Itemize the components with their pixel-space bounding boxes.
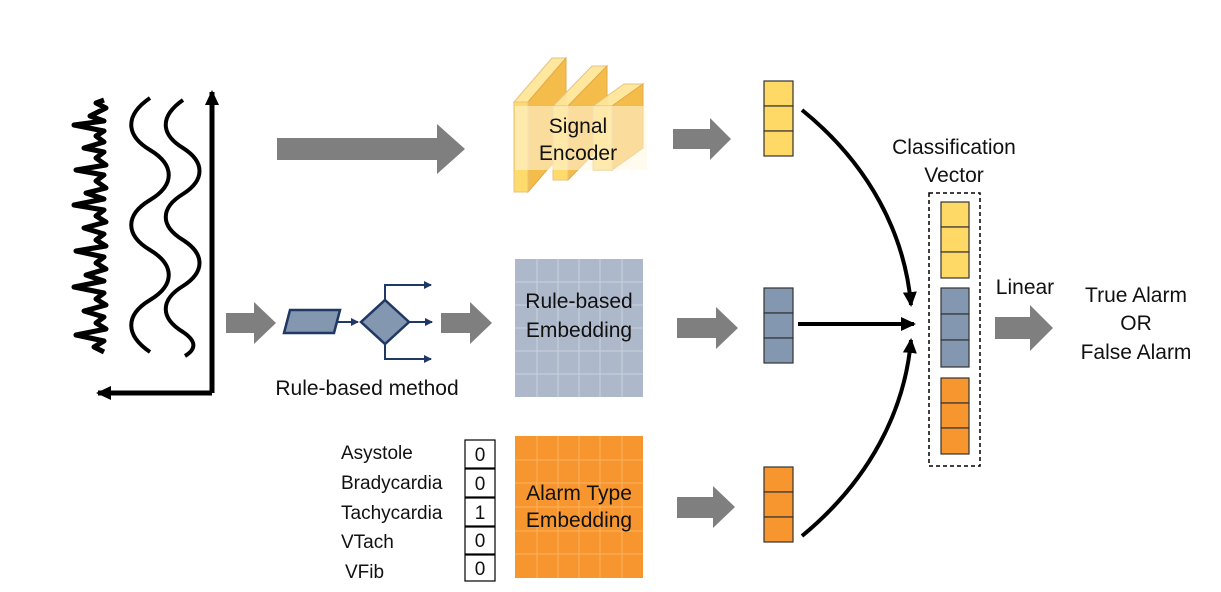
arrow-to-rule-method xyxy=(226,302,276,344)
classification-vector xyxy=(940,201,970,455)
rule-embedding-grid xyxy=(515,259,643,397)
output-line3: False Alarm xyxy=(1081,341,1192,364)
one-hot-value: 0 xyxy=(475,474,486,495)
rule-embedding-line2: Embedding xyxy=(526,319,632,342)
concat-arrows xyxy=(798,108,917,538)
alarm-type-name: Bradycardia xyxy=(341,473,443,494)
arrow-to-encoder xyxy=(277,124,465,174)
one-hot-value: 0 xyxy=(475,445,486,466)
signal-encoder-block xyxy=(512,56,647,194)
arrow-to-rule-embedding xyxy=(441,302,492,344)
arrow-rule-out xyxy=(677,307,738,349)
alarm-type-name: Asystole xyxy=(341,443,413,464)
classification-label-line2: Vector xyxy=(924,164,984,187)
classification-label-line1: Classification xyxy=(892,136,1016,159)
rule-embedding-line1: Rule-based xyxy=(525,290,632,313)
classification-vector-frame xyxy=(928,192,981,467)
encoder-output-vector xyxy=(763,80,794,157)
rule-flowchart-icon xyxy=(282,281,433,363)
one-hot-value: 0 xyxy=(475,531,486,552)
linear-label: Linear xyxy=(996,276,1054,299)
signal-encoder-line1: Signal xyxy=(549,115,607,138)
arrow-encoder-out xyxy=(673,118,731,160)
alarm-type-name: VTach xyxy=(341,532,394,553)
signal-encoder-line2: Encoder xyxy=(539,142,617,165)
alarm-embedding-line1: Alarm Type xyxy=(526,482,632,505)
one-hot-value: 1 xyxy=(475,503,486,524)
arrow-alarm-out xyxy=(677,486,735,528)
one-hot-value: 0 xyxy=(475,559,486,580)
output-line2: OR xyxy=(1120,312,1152,335)
output-line1: True Alarm xyxy=(1085,284,1187,307)
alarm-type-name: VFib xyxy=(345,562,384,583)
alarm-embedding-grid xyxy=(515,436,643,578)
alarm-embedding-line2: Embedding xyxy=(526,509,632,532)
alarm-output-vector xyxy=(763,466,794,543)
ecg-signal-icon xyxy=(71,90,219,400)
rule-method-label: Rule-based method xyxy=(275,377,458,400)
one-hot-vector xyxy=(464,439,496,582)
arrow-linear xyxy=(995,305,1053,351)
alarm-type-name: Tachycardia xyxy=(341,503,443,524)
rule-output-vector xyxy=(763,287,794,364)
